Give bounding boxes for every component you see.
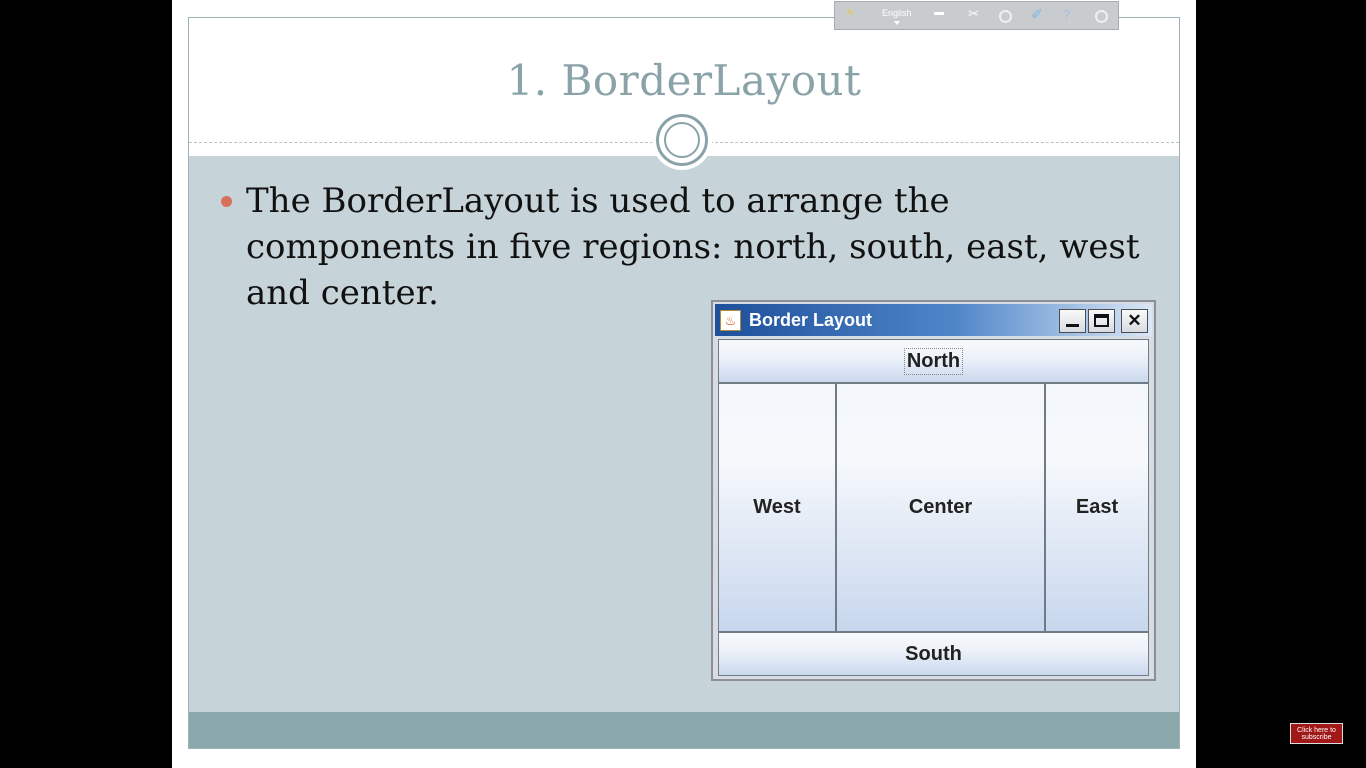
border-layout-window: ♨ Border Layout ✕ North West Center East… bbox=[711, 300, 1156, 681]
center-label: Center bbox=[908, 496, 973, 518]
scissors-icon[interactable]: ✂ bbox=[968, 6, 979, 21]
close-button[interactable]: ✕ bbox=[1121, 309, 1148, 333]
minus-icon[interactable]: ▬ bbox=[934, 7, 944, 18]
input-toolbar: ✎ English ▬ ✂ ✐ ? bbox=[834, 1, 1119, 30]
north-button[interactable]: North bbox=[718, 339, 1149, 383]
power-icon[interactable] bbox=[1095, 10, 1108, 23]
north-label: North bbox=[903, 347, 964, 375]
circle-ornament-icon bbox=[656, 114, 708, 166]
west-label: West bbox=[753, 496, 801, 518]
language-selector[interactable]: English bbox=[882, 8, 912, 18]
gear-icon[interactable] bbox=[999, 10, 1012, 23]
maximize-icon bbox=[1094, 314, 1109, 327]
translate-icon[interactable]: ✎ bbox=[846, 8, 855, 19]
center-button[interactable]: Center bbox=[836, 383, 1045, 632]
south-button[interactable]: South bbox=[718, 632, 1149, 676]
subscribe-button[interactable]: Click here to subscribe bbox=[1290, 723, 1343, 744]
slide-footer-band bbox=[189, 712, 1179, 748]
east-label: East bbox=[1075, 496, 1119, 518]
java-app-icon: ♨ bbox=[720, 310, 741, 331]
west-button[interactable]: West bbox=[718, 383, 836, 632]
edit-icon[interactable]: ✐ bbox=[1031, 6, 1043, 22]
minimize-icon bbox=[1066, 324, 1079, 327]
help-icon[interactable]: ? bbox=[1063, 7, 1071, 22]
maximize-button[interactable] bbox=[1088, 309, 1115, 333]
window-titlebar[interactable]: ♨ Border Layout ✕ bbox=[715, 304, 1152, 336]
minimize-button[interactable] bbox=[1059, 309, 1086, 333]
bullet-text: The BorderLayout is used to arrange the … bbox=[246, 181, 1140, 313]
east-button[interactable]: East bbox=[1045, 383, 1149, 632]
chevron-down-icon[interactable] bbox=[894, 21, 900, 25]
south-label: South bbox=[905, 642, 962, 665]
slide-title: 1. BorderLayout bbox=[506, 56, 862, 105]
window-title: Border Layout bbox=[749, 310, 873, 330]
bullet-dot-icon bbox=[221, 196, 232, 207]
